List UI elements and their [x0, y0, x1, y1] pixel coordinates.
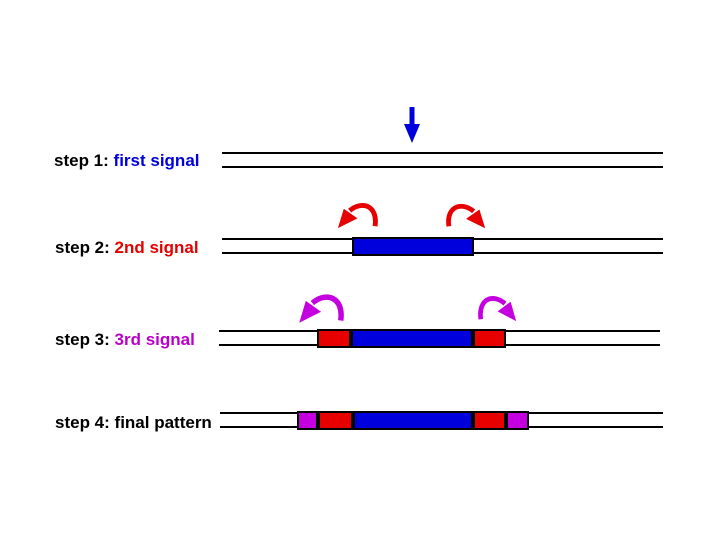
step-4-label-prefix: step 4:	[55, 413, 115, 432]
step-4-segment-2	[353, 411, 473, 430]
step-3-segment-1	[351, 329, 473, 348]
step-1-label-signal: first signal	[113, 151, 200, 170]
step-4-segment-1	[318, 411, 353, 430]
step-2-label: step 2: 2nd signal	[55, 238, 199, 258]
step-3-segment-0	[317, 329, 351, 348]
step-4-label-signal: final pattern	[114, 413, 212, 432]
step-3-label-signal: 3rd signal	[114, 330, 195, 349]
step-1-line	[222, 152, 663, 168]
step-4-segment-0	[297, 411, 318, 430]
step-4-segment-3	[473, 411, 506, 430]
step-1-label: step 1: first signal	[54, 151, 200, 171]
step-4-segment-4	[506, 411, 529, 430]
step-1-label-prefix: step 1:	[54, 151, 114, 170]
step-2-label-signal: 2nd signal	[114, 238, 199, 257]
step-3-segment-2	[473, 329, 506, 348]
step-2-segment-0	[352, 237, 474, 256]
second-signal-curved-arrow-left-icon	[337, 203, 378, 229]
step-3-label: step 3: 3rd signal	[55, 330, 195, 350]
step-2-label-prefix: step 2:	[55, 238, 115, 257]
step-3-label-prefix: step 3:	[55, 330, 115, 349]
step-4-label: step 4: final pattern	[55, 413, 212, 433]
third-signal-curved-arrow-right-icon	[478, 296, 517, 322]
third-signal-curved-arrow-left-icon	[299, 294, 344, 323]
first-signal-down-arrow-icon	[404, 107, 420, 143]
second-signal-curved-arrow-right-icon	[446, 203, 486, 229]
